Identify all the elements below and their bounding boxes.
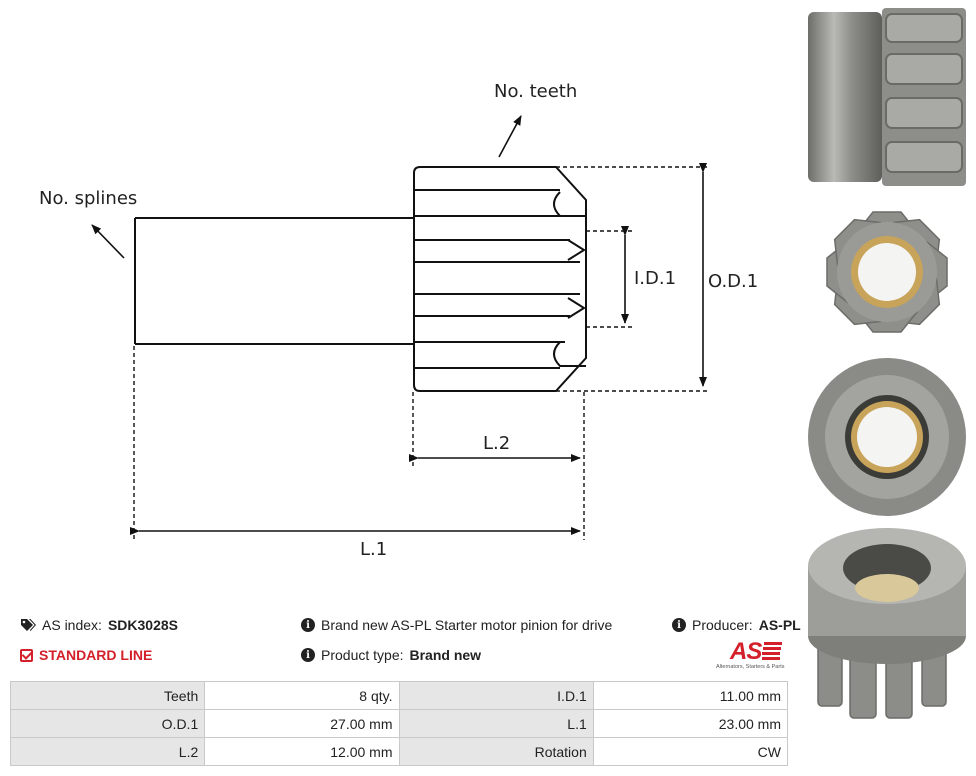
as-index: AS index: SDK3028S <box>20 617 178 633</box>
teeth-label: No. teeth <box>494 81 577 102</box>
table-row: Teeth 8 qty. I.D.1 11.00 mm <box>9 681 789 710</box>
l1-label: L.1 <box>360 539 387 560</box>
info-icon: i <box>301 648 315 662</box>
spec-key: L.1 <box>398 709 594 738</box>
spec-key: Teeth <box>9 681 206 710</box>
info-icon: i <box>672 618 686 632</box>
od-label: O.D.1 <box>708 271 758 292</box>
tags-icon <box>21 619 36 631</box>
table-row: L.2 12.00 mm Rotation CW <box>9 737 789 766</box>
as-index-label: AS index: <box>42 617 102 633</box>
id-label: I.D.1 <box>634 268 676 289</box>
description-text: Brand new AS-PL Starter motor pinion for… <box>321 617 613 633</box>
l2-label: L.2 <box>483 433 510 454</box>
info-icon: i <box>301 618 315 632</box>
product-photo-side <box>808 8 966 186</box>
producer-value: AS-PL <box>758 617 801 633</box>
product-type: i Product type: Brand new <box>301 647 481 663</box>
product-photo-back <box>808 358 966 516</box>
producer: i Producer: AS-PL <box>672 617 801 633</box>
spec-value: 11.00 mm <box>592 681 789 710</box>
splines-label: No. splines <box>39 188 137 209</box>
product-description: i Brand new AS-PL Starter motor pinion f… <box>301 617 612 633</box>
logo-stripes-icon <box>762 642 782 660</box>
standard-line-label: STANDARD LINE <box>39 647 153 663</box>
as-index-value: SDK3028S <box>107 617 178 633</box>
shaft-outline <box>134 217 414 345</box>
standard-line-badge: STANDARD LINE <box>20 647 152 663</box>
pinion-technical-drawing: No. teeth No. splines I.D.1 O.D.1 L.2 L.… <box>39 81 758 560</box>
product-photo-front <box>826 211 948 333</box>
spec-value: 27.00 mm <box>204 709 400 738</box>
logo-mark: AS <box>730 638 762 665</box>
spec-key: L.2 <box>9 737 206 766</box>
spec-value: 8 qty. <box>204 681 400 710</box>
product-type-label: Product type: <box>321 647 404 663</box>
gear-outline <box>413 166 587 392</box>
product-type-value: Brand new <box>409 647 482 663</box>
product-photo-angle <box>808 528 966 719</box>
specs-table: Teeth 8 qty. I.D.1 11.00 mm O.D.1 27.00 … <box>9 681 789 766</box>
spec-key: O.D.1 <box>9 709 206 738</box>
spec-value: CW <box>592 737 789 766</box>
producer-label: Producer: <box>692 617 753 633</box>
spec-value: 12.00 mm <box>204 737 400 766</box>
dimension-arrows <box>91 115 707 535</box>
extension-lines <box>133 166 710 540</box>
spec-value: 23.00 mm <box>592 709 789 738</box>
spec-key: Rotation <box>398 737 594 766</box>
checkbox-icon <box>20 648 33 662</box>
logo-tagline: Alternators, Starters & Parts <box>716 664 785 670</box>
spec-key: I.D.1 <box>398 681 594 710</box>
table-row: O.D.1 27.00 mm L.1 23.00 mm <box>9 709 789 738</box>
as-pl-logo: AS Alternators, Starters & Parts <box>716 638 792 672</box>
